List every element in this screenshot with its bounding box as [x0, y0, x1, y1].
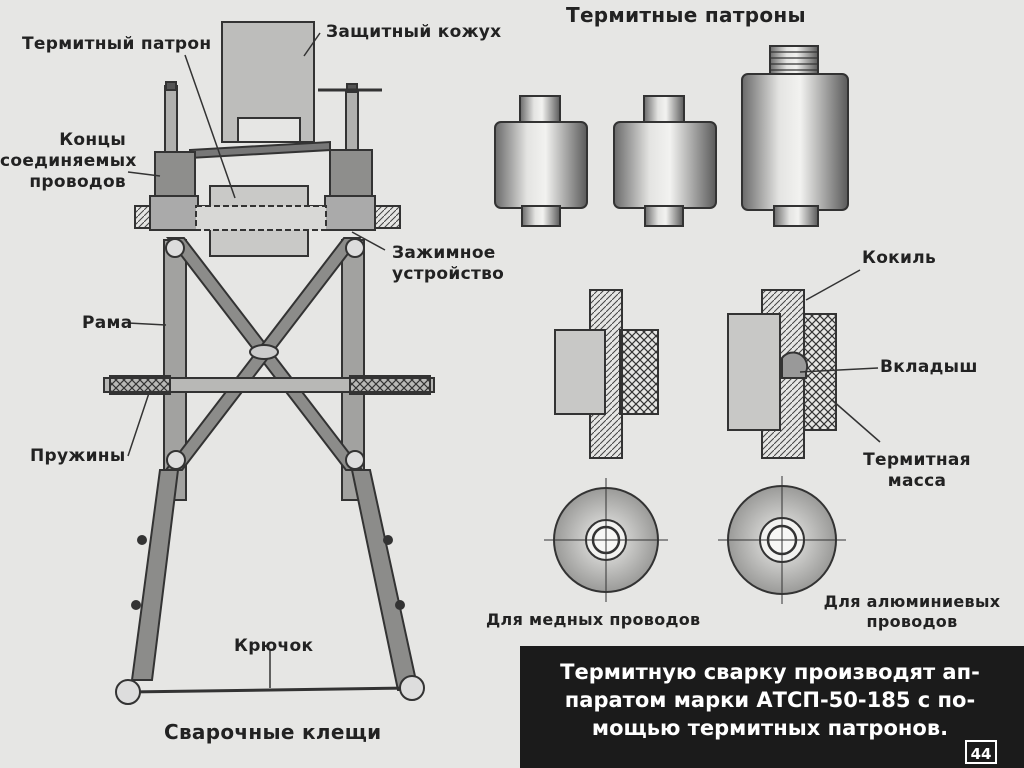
end-views	[544, 476, 846, 604]
label-termite-cartridge: Термитный патрон	[22, 34, 212, 54]
label-frame: Рама	[82, 313, 133, 333]
label-insert: Вкладыш	[880, 357, 978, 377]
caption-box	[520, 646, 1024, 768]
cartridges-title: Термитные патроны	[566, 3, 806, 27]
label-hook: Крючок	[234, 636, 314, 656]
page-number: 44	[965, 740, 997, 764]
welding-tongs-drawing	[103, 21, 435, 705]
label-welding-tongs: Сварочные клещи	[164, 720, 382, 744]
section-drawings	[554, 269, 881, 459]
label-protective-casing: Защитный кожух	[326, 22, 502, 42]
cartridges-drawing	[494, 45, 849, 227]
label-for-copper: Для медных проводов	[486, 610, 701, 629]
label-clamp-device: Зажимное устройство	[392, 243, 505, 284]
label-wire-ends: Концы соединяемых проводов	[0, 130, 137, 192]
label-springs: Пружины	[30, 446, 126, 466]
label-mold: Кокиль	[862, 248, 937, 268]
label-termite-mass: Термитная масса	[863, 450, 971, 491]
caption-text: Термитную сварку производят ап- паратом …	[560, 660, 980, 740]
label-for-aluminium: Для алюминиевых проводов	[823, 592, 1001, 631]
